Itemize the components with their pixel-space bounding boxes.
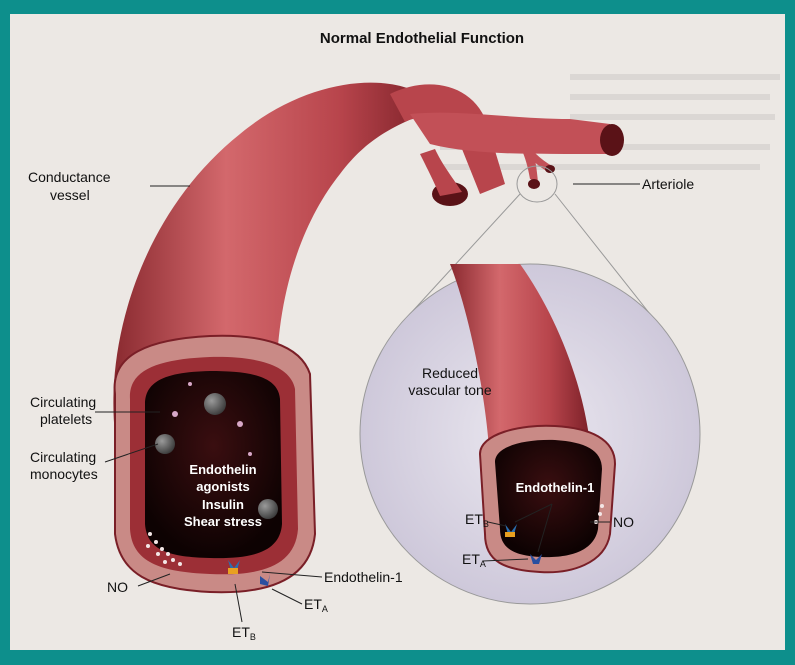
label-insulin: Insulin — [202, 497, 244, 512]
label-platelets: Circulating — [30, 394, 96, 410]
label-no-right: NO — [613, 514, 634, 530]
label-reduced-tone: Reduced — [422, 365, 478, 381]
label-conductance-vessel: Conductance — [28, 169, 111, 185]
endothelial-diagram: Normal Endothelial Function — [10, 14, 785, 650]
label-shear-stress: Shear stress — [184, 514, 262, 529]
illustration-canvas: Normal Endothelial Function — [10, 14, 785, 650]
label-arteriole: Arteriole — [642, 176, 694, 192]
label-eta-left: ETA — [304, 596, 328, 614]
label-reduced-tone-2: vascular tone — [408, 382, 491, 398]
label-monocytes: Circulating — [30, 449, 96, 465]
label-endothelin-agonists-2: agonists — [196, 479, 249, 494]
label-endothelin1-right: Endothelin-1 — [516, 480, 595, 495]
label-etb-left: ETB — [232, 624, 256, 642]
label-no-left: NO — [107, 579, 128, 595]
label-monocytes-2: monocytes — [30, 466, 98, 482]
label-endothelin-agonists: Endothelin — [189, 462, 256, 477]
label-conductance-vessel-2: vessel — [50, 187, 90, 203]
label-platelets-2: platelets — [40, 411, 92, 427]
label-endothelin1-left: Endothelin-1 — [324, 569, 403, 585]
diagram-title: Normal Endothelial Function — [320, 30, 524, 47]
arteriole-inset — [360, 264, 700, 604]
